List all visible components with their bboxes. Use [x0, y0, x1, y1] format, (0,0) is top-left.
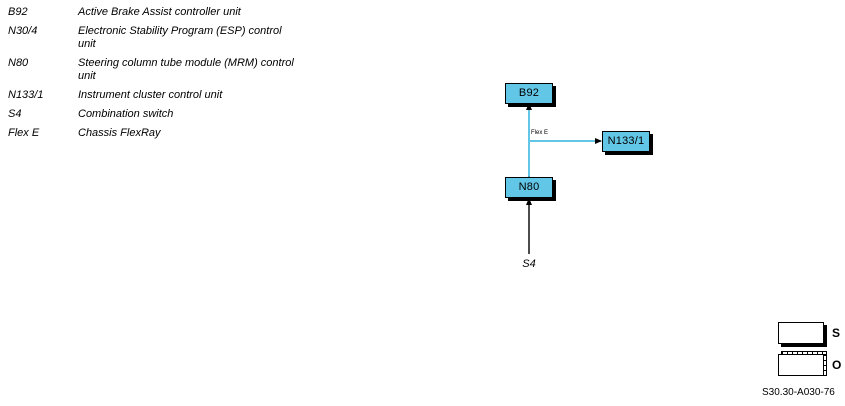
list-item: N133/1 Instrument cluster control unit — [8, 89, 298, 102]
legend-code: N80 — [8, 57, 29, 69]
edge-label-flex-e: Flex E — [531, 130, 549, 136]
legend-code: Flex E — [8, 127, 40, 139]
diagram-node-b92[interactable]: B92 — [505, 83, 553, 104]
diagram-node-n80[interactable]: N80 — [505, 177, 553, 198]
optional-equipment-box-icon — [778, 354, 824, 376]
legend-description: Active Brake Assist controller unit — [78, 6, 241, 18]
legend-code: B92 — [8, 6, 28, 18]
legend-description: Steering column tube module (MRM) contro… — [78, 57, 294, 82]
diagram-node-n133-1[interactable]: N133/1 — [602, 131, 650, 152]
list-item: N30/4 Electronic Stability Program (ESP)… — [8, 25, 298, 51]
legend-description: Combination switch — [78, 108, 174, 120]
list-item: S4 Combination switch — [8, 108, 298, 121]
hatch-shadow-top-icon — [781, 351, 827, 355]
legend-code: S4 — [8, 108, 22, 120]
component-key-list: B92 Active Brake Assist controller unit … — [8, 6, 298, 146]
node-label: N133/1 — [607, 135, 645, 147]
symbol-legend-row-optional: O — [778, 351, 842, 384]
standard-equipment-box-icon — [778, 322, 824, 344]
legend-code: N30/4 — [8, 25, 38, 37]
diagram-reference-number: S30.30-A030-76 — [762, 387, 835, 398]
terminal-label-s4: S4 — [522, 258, 536, 270]
list-item: B92 Active Brake Assist controller unit — [8, 6, 298, 19]
legend-description: Chassis FlexRay — [78, 127, 161, 139]
hatch-shadow-right-icon — [823, 354, 827, 376]
node-label: B92 — [518, 87, 540, 99]
symbol-legend: S O — [778, 320, 842, 384]
list-item: Flex E Chassis FlexRay — [8, 127, 298, 140]
legend-description: Electronic Stability Program (ESP) contr… — [78, 25, 282, 50]
legend-code: N133/1 — [8, 89, 44, 101]
symbol-legend-label: O — [832, 358, 842, 372]
node-label: N80 — [518, 181, 540, 193]
legend-description: Instrument cluster control unit — [78, 89, 223, 101]
list-item: N80 Steering column tube module (MRM) co… — [8, 57, 298, 83]
symbol-legend-label: S — [832, 326, 841, 340]
symbol-legend-row-standard: S — [778, 320, 840, 352]
